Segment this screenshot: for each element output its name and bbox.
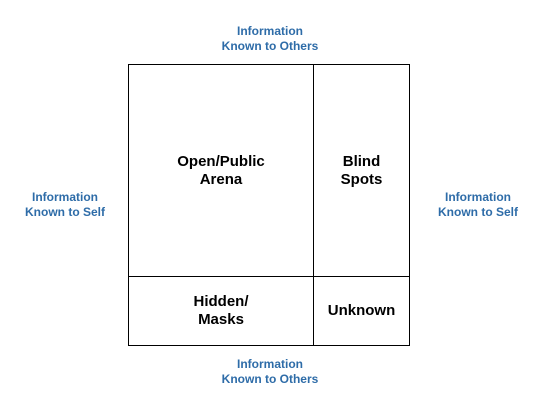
quadrant-blind-line1: Blind (342, 152, 381, 170)
axis-label-bottom-line1: Information (237, 357, 303, 371)
quadrant-unknown: Unknown (314, 277, 409, 345)
johari-window-frame (128, 64, 410, 346)
axis-label-bottom-known-to-others: Information Known to Others (170, 357, 370, 387)
axis-label-right-known-to-self: Information Known to Self (408, 190, 547, 220)
quadrant-open-line1: Open/Public (177, 152, 265, 170)
vertical-divider (313, 64, 314, 346)
quadrant-open-public-arena: Open/Public Arena (129, 65, 313, 276)
axis-label-right-line2: Known to Self (438, 205, 518, 219)
quadrant-blind-line2: Spots (340, 170, 383, 188)
horizontal-divider (128, 276, 410, 277)
quadrant-hidden-line1: Hidden/ (193, 293, 249, 310)
axis-label-left-line1: Information (32, 190, 98, 204)
quadrant-blind-spots: Blind Spots (314, 65, 409, 276)
quadrant-hidden-line2: Masks (198, 311, 244, 328)
axis-label-top-known-to-others: Information Known to Others (170, 24, 370, 54)
axis-label-bottom-line2: Known to Others (221, 372, 319, 386)
axis-label-left-line2: Known to Self (25, 205, 105, 219)
quadrant-hidden-masks: Hidden/ Masks (129, 277, 313, 345)
axis-label-top-line2: Known to Others (221, 39, 319, 53)
axis-label-top-line1: Information (237, 24, 303, 38)
axis-label-right-line1: Information (445, 190, 511, 204)
quadrant-unknown-line1: Unknown (327, 302, 396, 319)
quadrant-open-line2: Arena (199, 170, 243, 188)
axis-label-left-known-to-self: Information Known to Self (0, 190, 130, 220)
